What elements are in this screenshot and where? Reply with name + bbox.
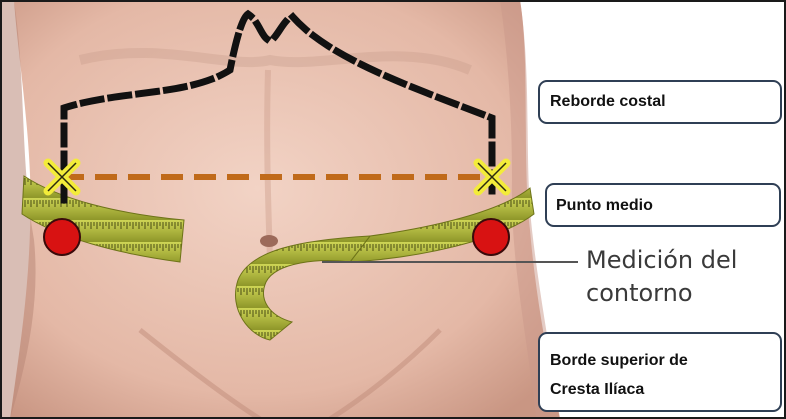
label-reborde-costal: Reborde costal [538,80,782,124]
navel [260,235,278,247]
label-medicion-contorno: Medición del contorno [586,244,786,310]
linea-alba [267,70,270,260]
label-cresta-line2: Cresta Ilíaca [550,375,780,404]
label-reborde-costal-text: Reborde costal [550,93,666,110]
label-cresta-iliaca: Borde superior de Cresta Ilíaca [538,332,782,412]
iliac-crest-marker-left [44,219,80,255]
label-punto-medio-text: Punto medio [556,197,653,214]
label-cresta-line1: Borde superior de [550,346,780,375]
iliac-crest-marker-right [473,219,509,255]
label-medicion-line1: Medición del [586,244,786,277]
label-medicion-line2: contorno [586,277,786,310]
label-punto-medio: Punto medio [545,183,781,227]
